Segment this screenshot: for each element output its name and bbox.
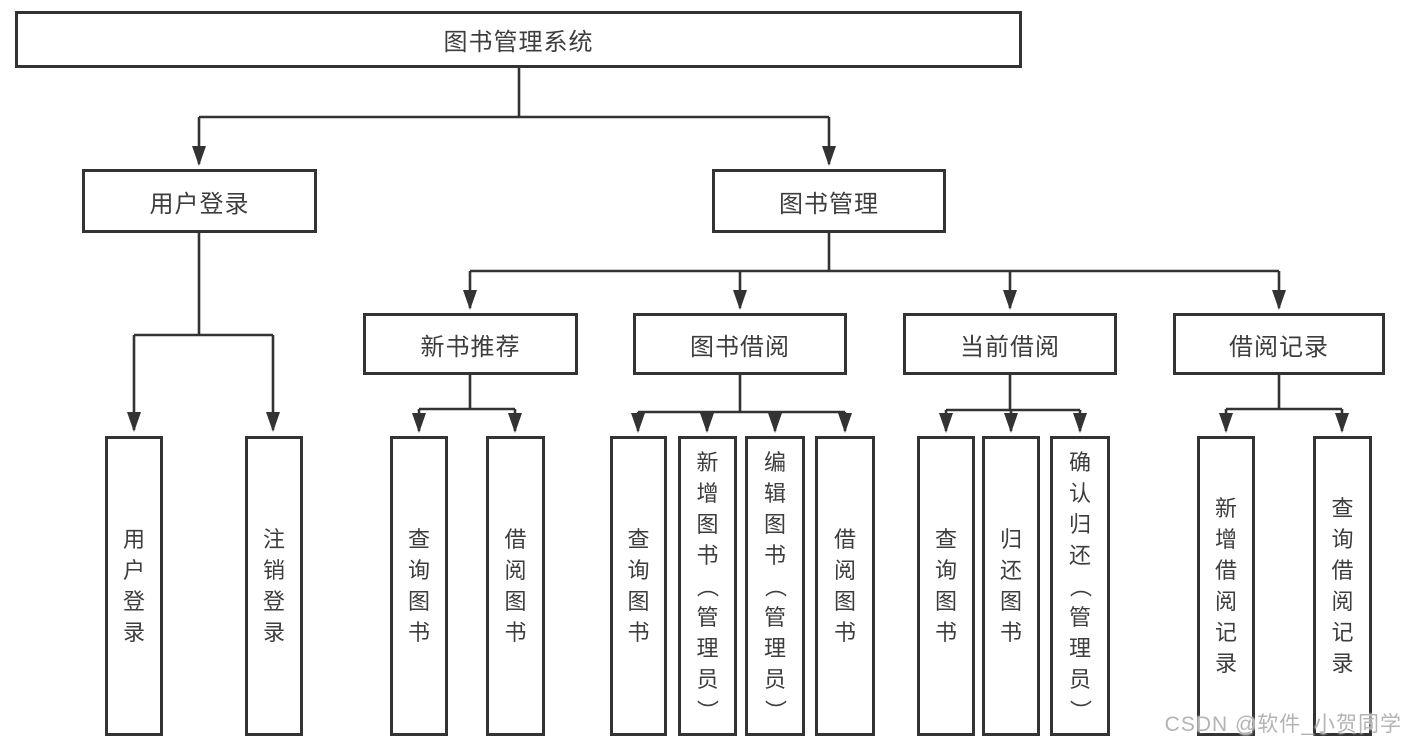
leaf-br-query-record: 查询借阅记录 <box>1313 436 1372 736</box>
node-borrow-records: 借阅记录 <box>1173 313 1385 375</box>
leaf-bb-query-book: 查询图书 <box>610 436 667 736</box>
leaf-nbr-borrow-book: 借阅图书 <box>486 436 545 736</box>
node-book-mgmt: 图书管理 <box>712 169 946 233</box>
leaf-br-add-record: 新增借阅记录 <box>1197 436 1255 736</box>
node-new-book-rec: 新书推荐 <box>363 313 578 375</box>
leaf-user-login: 用户登录 <box>105 436 163 736</box>
node-current-borrow: 当前借阅 <box>903 313 1117 375</box>
csdn-watermark: CSDN @软件_小贺同学 <box>1164 713 1402 736</box>
leaf-bb-add-book: 新增图书（管理员） <box>678 436 737 736</box>
node-user-login: 用户登录 <box>82 169 317 233</box>
leaf-nbr-query-book: 查询图书 <box>390 436 448 736</box>
leaf-bb-edit-book: 编辑图书（管理员） <box>745 436 805 736</box>
node-book-borrow: 图书借阅 <box>633 313 847 375</box>
leaf-bb-borrow-book: 借阅图书 <box>815 436 875 736</box>
leaf-cb-query-book: 查询图书 <box>917 436 975 736</box>
leaf-cb-confirm-return: 确认归还（管理员） <box>1050 436 1110 736</box>
node-root: 图书管理系统 <box>15 11 1022 68</box>
leaf-cb-return-book: 归还图书 <box>982 436 1040 736</box>
leaf-logout: 注销登录 <box>245 436 303 736</box>
